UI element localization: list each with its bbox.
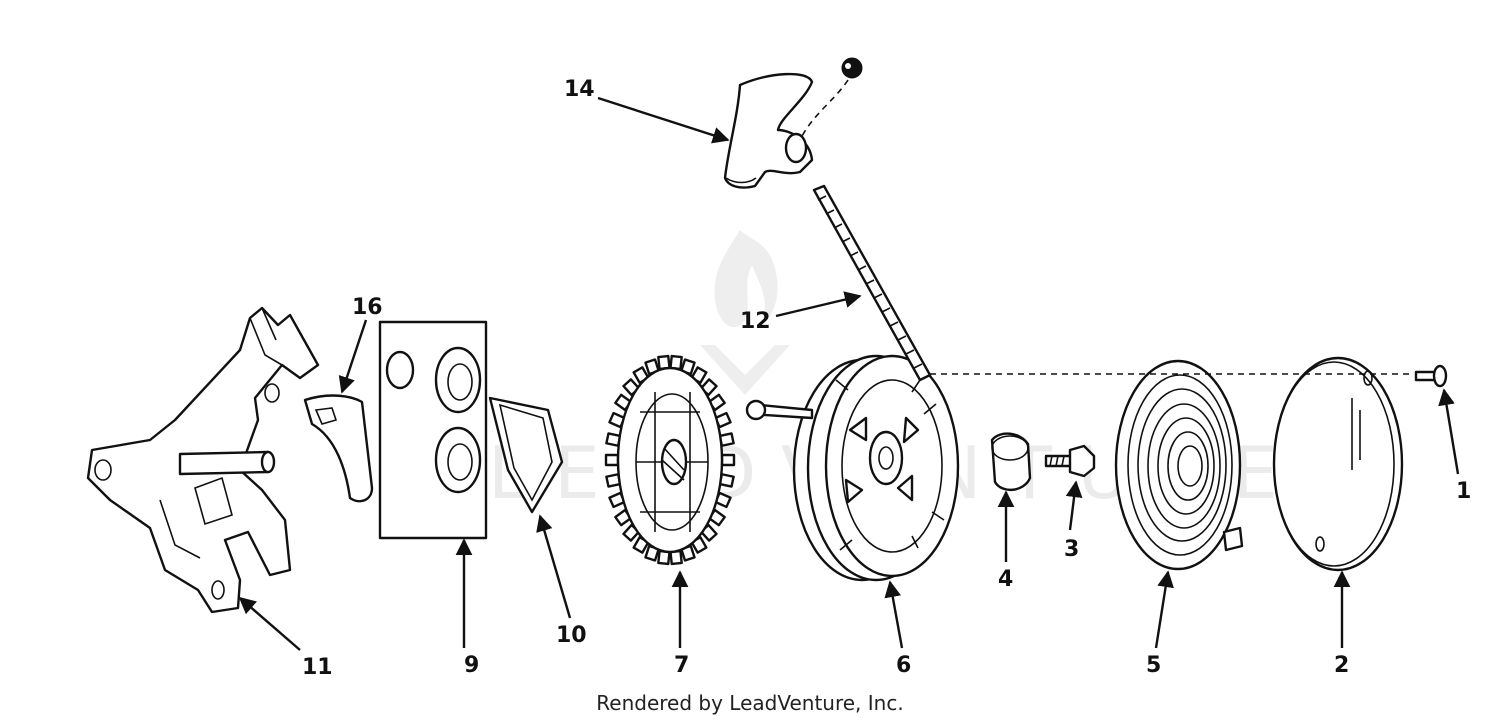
part-10-spring bbox=[488, 396, 564, 514]
part-12-rope bbox=[812, 184, 932, 382]
callout-10: 10 bbox=[556, 623, 587, 648]
callout-2: 2 bbox=[1334, 653, 1349, 678]
part-14-handle bbox=[723, 72, 814, 189]
part-7-gear bbox=[604, 354, 736, 566]
callout-7: 7 bbox=[674, 653, 689, 678]
credit-text: Rendered by LeadVenture, Inc. bbox=[596, 691, 903, 715]
leader-lines bbox=[238, 96, 1460, 651]
gear-tooth bbox=[720, 453, 736, 467]
part-5-coil-spring bbox=[1114, 359, 1244, 571]
callout-12: 12 bbox=[740, 309, 771, 334]
callout-1: 1 bbox=[1456, 479, 1471, 504]
part-3-screw bbox=[1044, 444, 1096, 478]
callout-16: 16 bbox=[352, 295, 383, 320]
rope-knot bbox=[841, 57, 863, 79]
part-6-pulley bbox=[745, 354, 960, 582]
gear-tooth bbox=[604, 453, 620, 467]
part-16-plate bbox=[303, 394, 374, 503]
part-2-cover bbox=[1272, 356, 1404, 572]
callout-6: 6 bbox=[896, 653, 911, 678]
knot-guide-line bbox=[799, 79, 849, 141]
watermark-logo bbox=[700, 230, 790, 395]
part-1-screw bbox=[1414, 364, 1448, 388]
callout-14: 14 bbox=[564, 77, 595, 102]
callout-5: 5 bbox=[1146, 653, 1161, 678]
part-11-bracket bbox=[86, 306, 320, 614]
part-9-gasket-sheet bbox=[378, 320, 488, 540]
callout-11: 11 bbox=[302, 655, 333, 680]
callout-9: 9 bbox=[464, 653, 479, 678]
callout-3: 3 bbox=[1064, 537, 1079, 562]
part-4-bushing bbox=[990, 432, 1032, 491]
callout-4: 4 bbox=[998, 567, 1013, 592]
